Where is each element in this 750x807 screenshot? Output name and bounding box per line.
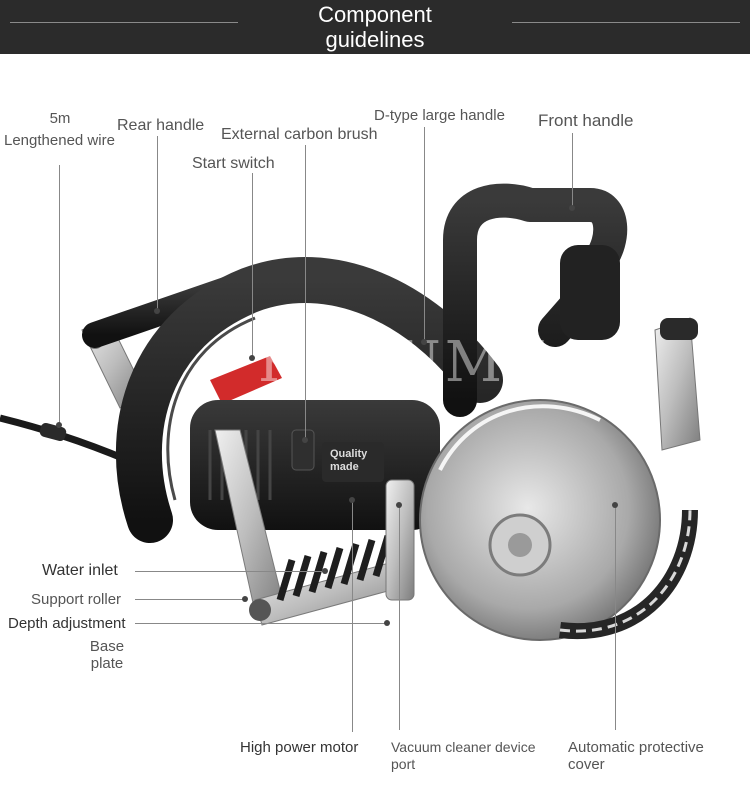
leader-dot-wire [56, 422, 62, 428]
label-rear-handle: Rear handle [117, 117, 205, 134]
header-rule-left [10, 22, 238, 23]
leader-dot-water-inlet [322, 568, 328, 574]
leader-cover [615, 505, 616, 730]
label-base-plate-line1: Base [89, 638, 125, 655]
leader-dot-d-handle [421, 339, 427, 345]
carbon-brush-cap [291, 429, 315, 471]
leader-motor [352, 500, 353, 732]
label-water-inlet: Water inlet [42, 562, 118, 579]
label-vacuum-port: Vacuum cleaner device port [391, 739, 535, 773]
leader-start-switch [252, 173, 253, 358]
leader-dot-rear-handle [154, 308, 160, 314]
leader-dot-vacuum [396, 502, 402, 508]
front-handle-grip [560, 245, 620, 340]
leader-support-roller [135, 599, 245, 600]
label-wire-length: 5m [49, 110, 71, 127]
leader-depth-adjustment [135, 623, 387, 624]
quality-badge-text: Quality made [330, 448, 367, 474]
header-title-line1: Component [318, 2, 432, 27]
quality-badge [322, 442, 384, 482]
label-lengthened-wire: Lengthened wire [4, 132, 115, 149]
leader-wire [59, 165, 60, 425]
label-d-handle: D-type large handle [374, 107, 505, 124]
label-vacuum-line2: port [391, 756, 416, 772]
label-base-plate: Base plate [85, 638, 129, 672]
label-base-plate-line2: plate [90, 655, 124, 672]
label-cover-line2: cover [568, 756, 605, 773]
leader-carbon-brush [305, 145, 306, 440]
cord-strain-relief [39, 422, 67, 442]
leader-dot-front-handle [569, 205, 575, 211]
leader-d-handle [424, 127, 425, 342]
label-support-roller: Support roller [31, 591, 122, 608]
blade-guard [419, 399, 661, 641]
quality-badge-line2: made [330, 461, 359, 473]
label-start-switch: Start switch [192, 155, 275, 172]
power-cord [0, 414, 134, 466]
leader-dot-start-switch [249, 355, 255, 361]
label-depth-adjustment: Depth adjustment [8, 615, 126, 632]
header-rule-right [512, 22, 740, 23]
header-bar: Component guidelines [0, 0, 750, 54]
label-vacuum-line1: Vacuum cleaner device [391, 739, 536, 755]
label-protective-cover: Automatic protective cover [568, 739, 704, 773]
label-cover-line1: Automatic protective [568, 739, 704, 756]
leader-dot-motor [349, 497, 355, 503]
vacuum-port-shape [385, 479, 415, 601]
brand-watermark: KOTUMY [258, 330, 548, 395]
leader-front-handle [572, 133, 573, 208]
start-switch-shape [210, 356, 282, 404]
leader-rear-handle [157, 136, 158, 311]
leader-dot-depth-adjustment [384, 620, 390, 626]
header-title: Component guidelines [0, 2, 750, 52]
label-motor: High power motor [240, 739, 359, 756]
leader-dot-carbon-brush [302, 437, 308, 443]
leader-dot-cover [612, 502, 618, 508]
quality-badge-line1: Quality [330, 448, 368, 460]
leader-water-inlet [135, 571, 325, 572]
header-title-line2: guidelines [325, 27, 425, 52]
arc-guard [115, 257, 503, 543]
leader-vacuum [399, 505, 400, 730]
leader-dot-support-roller [242, 596, 248, 602]
label-carbon-brush: External carbon brush [221, 126, 378, 143]
label-front-handle: Front handle [538, 111, 634, 130]
